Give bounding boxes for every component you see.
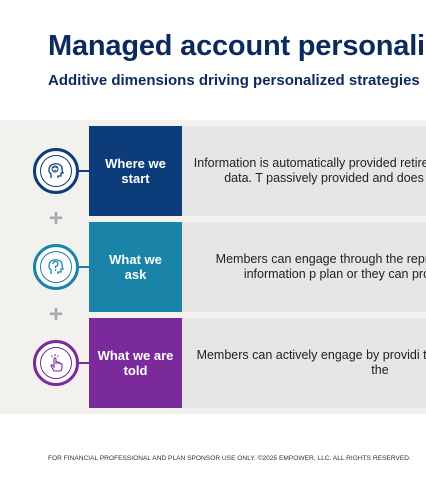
- row-label: What we ask: [89, 222, 182, 312]
- brain-head-icon: [33, 148, 79, 194]
- row-connector: [79, 266, 89, 268]
- page-subtitle: Additive dimensions driving personalized…: [48, 72, 420, 89]
- legal-footer: FOR FINANCIAL PROFESSIONAL AND PLAN SPON…: [48, 455, 411, 462]
- row-description-box: Information is automatically provided re…: [182, 126, 426, 216]
- strategy-row-told: What we are told Members can actively en…: [0, 318, 426, 408]
- strategy-panel: Where we start Information is automatica…: [0, 120, 426, 414]
- plus-separator: +: [48, 301, 63, 328]
- strategy-row-ask: What we ask Members can engage through t…: [0, 222, 426, 312]
- question-head-icon: [33, 244, 79, 290]
- strategy-row-start: Where we start Information is automatica…: [0, 126, 426, 216]
- row-description-box: Members can engage through the represent…: [182, 222, 426, 312]
- plus-separator: +: [48, 205, 63, 232]
- row-description: Members can actively engage by providi t…: [196, 348, 426, 377]
- row-label: What we are told: [89, 318, 182, 408]
- row-connector: [79, 170, 89, 172]
- row-description-box: Members can actively engage by providi t…: [182, 318, 426, 408]
- tap-hand-icon: [33, 340, 79, 386]
- row-connector: [79, 362, 89, 364]
- page-title: Managed account personali: [48, 30, 425, 62]
- row-label: Where we start: [89, 126, 182, 216]
- row-description: Members can engage through the represent…: [215, 252, 426, 281]
- row-description: Information is automatically provided re…: [193, 156, 426, 185]
